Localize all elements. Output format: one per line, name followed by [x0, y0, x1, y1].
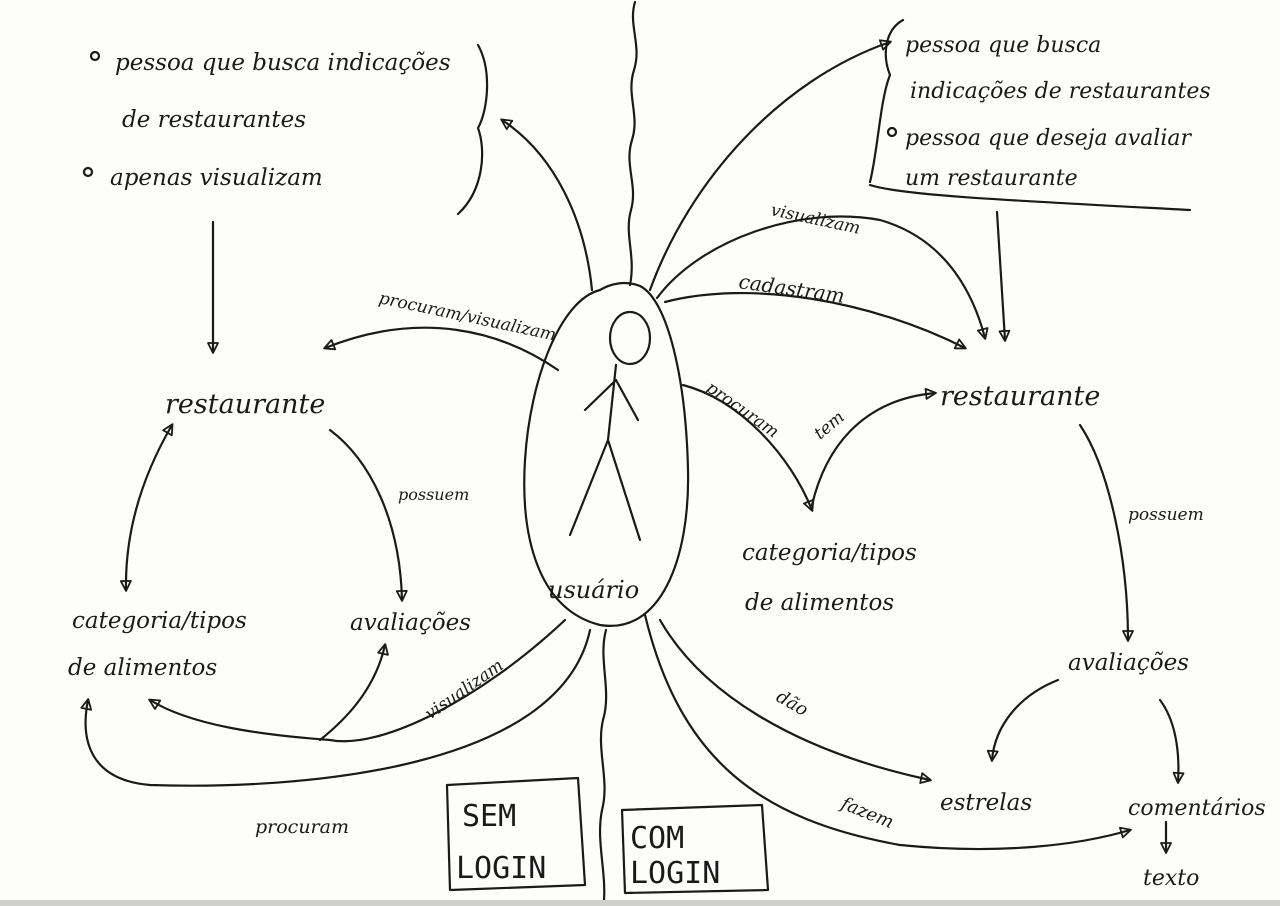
edge-user-to-left-restaurante — [323, 326, 560, 372]
left-edge-possuem: possuem — [398, 485, 469, 504]
left-notes: pessoa que busca indicações de restauran… — [82, 43, 489, 216]
left-edge-visualizam: visualizam — [421, 656, 507, 725]
right-restaurante-node: restaurante — [940, 381, 1100, 412]
right-edge-cadastram: cadastram — [737, 269, 846, 308]
edge-avaliacoes-estrelas — [986, 678, 1060, 762]
edge-avaliacoes-comentarios — [1158, 698, 1185, 784]
divider-bottom — [598, 628, 608, 902]
edge-user-fazem-comentarios — [643, 613, 1132, 851]
divider-top — [627, 0, 638, 287]
right-estrelas-node: estrelas — [940, 790, 1032, 816]
bullet-dot — [89, 50, 101, 62]
edge-restaurante-possuem-avaliacoes — [1078, 423, 1134, 642]
edge-restaurante-categoria — [119, 423, 174, 592]
com-login-line1: COM — [630, 821, 684, 856]
right-edge-fazem: fazem — [836, 792, 896, 833]
right-underline — [868, 183, 1192, 212]
right-notes: pessoa que busca indicações de restauran… — [868, 18, 1211, 212]
bullet-dot — [82, 166, 94, 178]
left-categoria-node-line2: de alimentos — [68, 655, 217, 681]
edge-user-cadastram-restaurante — [663, 291, 967, 350]
edge-user-procuram-categoria — [80, 628, 592, 787]
user-body — [568, 363, 642, 542]
edge-categoria-tem-restaurante — [810, 387, 937, 507]
edge-right-notes-to-restaurante — [995, 210, 1011, 342]
left-categoria-node-line1: categoria/tipos — [72, 608, 247, 634]
edge-user-procuram-categoria — [681, 383, 815, 512]
right-comentarios-node: comentários — [1128, 796, 1266, 821]
edge-user-visualizam-restaurante — [655, 215, 989, 340]
paper-edge — [0, 900, 1280, 906]
left-edge-procuram-visualizam: procuram/visualizam — [377, 288, 558, 345]
sem-login-line2: LOGIN — [456, 851, 546, 886]
right-edge-procuram: procuram — [702, 378, 782, 443]
edge-user-visualizam-categoria — [148, 618, 567, 743]
right-note-2-line2: um restaurante — [905, 166, 1078, 191]
edge-user-visualizam-avaliacoes — [318, 643, 389, 742]
sem-login-line1: SEM — [462, 799, 516, 834]
edge-user-dao-estrelas — [658, 618, 932, 784]
right-texto-node: texto — [1143, 866, 1199, 891]
right-note-1-line1: pessoa que busca — [905, 33, 1101, 58]
com-login-line2: LOGIN — [630, 856, 720, 891]
right-note-1-line2: indicações de restaurantes — [910, 79, 1211, 104]
left-restaurante-node: restaurante — [165, 389, 325, 420]
bullet-dot — [886, 126, 898, 138]
right-edge-possuem: possuem — [1128, 505, 1204, 525]
user-label: usuário — [548, 576, 639, 604]
user-head — [608, 310, 652, 366]
right-categoria-node-line1: categoria/tipos — [742, 540, 917, 566]
left-note-2: apenas visualizam — [110, 165, 323, 191]
right-note-2-line1: pessoa que deseja avaliar — [905, 126, 1192, 151]
left-edge-procuram: procuram — [255, 816, 349, 838]
sem-login-box: SEM LOGIN — [445, 776, 587, 892]
right-avaliacoes-node: avaliações — [1068, 650, 1189, 676]
left-note-1-line2: de restaurantes — [122, 107, 306, 133]
right-edge-visualizam: visualizam — [769, 200, 862, 238]
right-edge-dao: dão — [773, 686, 812, 721]
left-note-1-line1: pessoa que busca indicações — [115, 50, 451, 76]
com-login-box: COM LOGIN — [620, 803, 770, 895]
left-brace — [456, 43, 489, 216]
edge-user-to-left-notes — [500, 118, 594, 292]
left-avaliacoes-node: avaliações — [350, 610, 471, 636]
right-categoria-node-line2: de alimentos — [745, 590, 894, 616]
edge-restaurante-avaliacoes — [328, 428, 408, 602]
user-blob — [523, 281, 690, 627]
edge-user-to-right-notes — [648, 39, 892, 292]
right-brace — [868, 18, 905, 184]
